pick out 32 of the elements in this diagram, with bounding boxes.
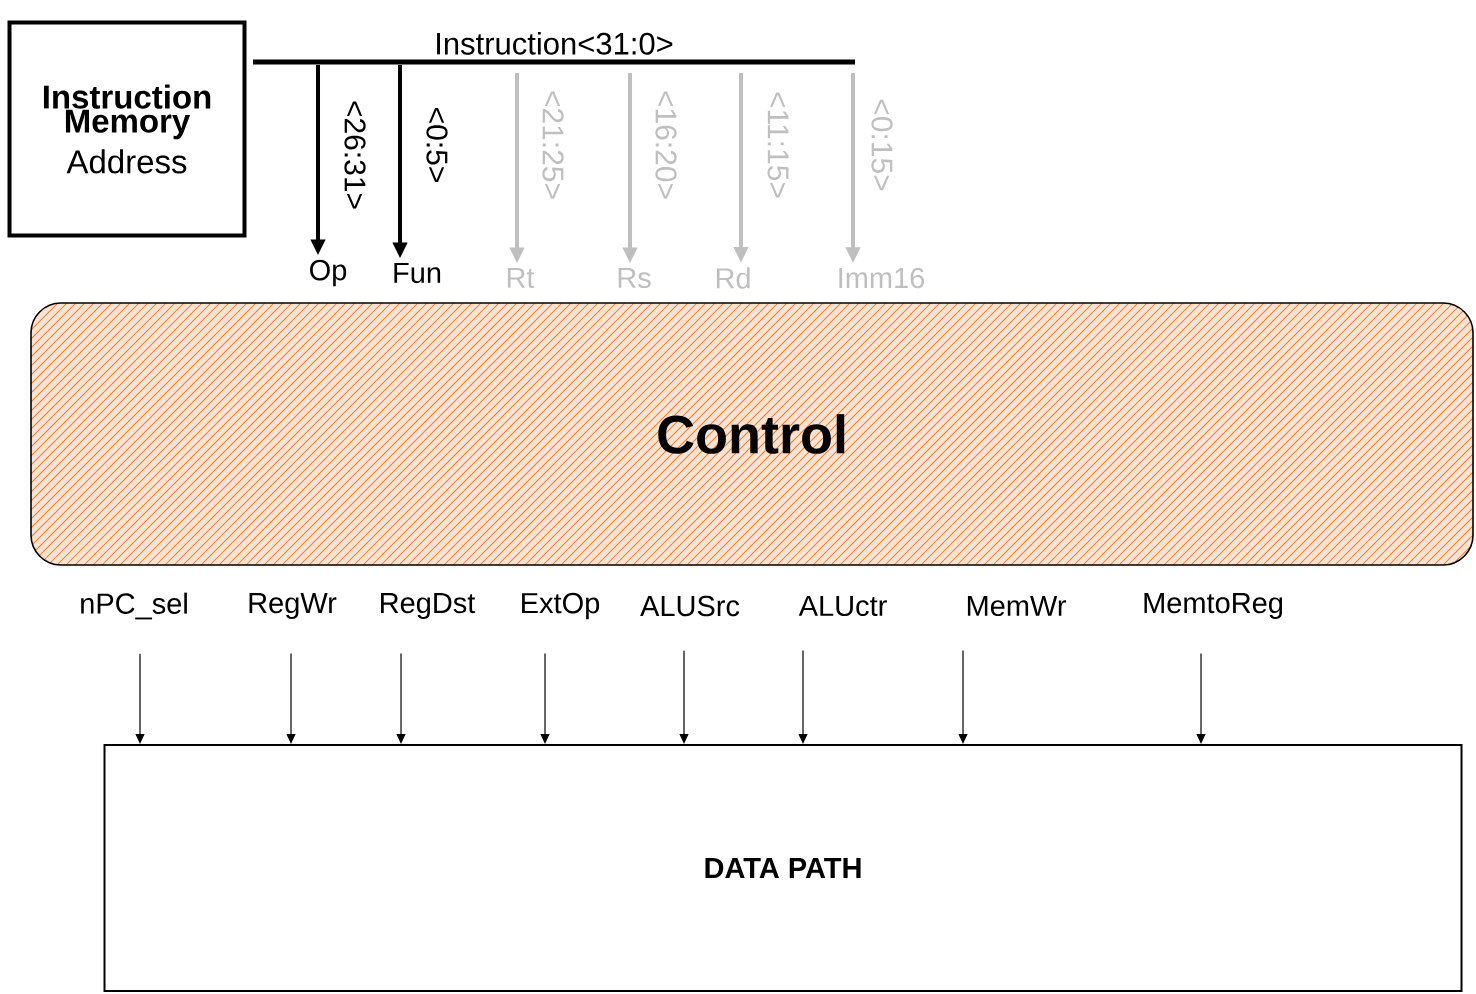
edge-label: <21:25> (542, 91, 564, 199)
signal-label: ALUSrc (640, 595, 740, 617)
signal-label: RegDst (381, 593, 476, 619)
arrow (798, 649, 808, 744)
signal-label: MemWr (967, 595, 1066, 617)
signal-label: Fun (394, 262, 441, 284)
arrow (396, 652, 406, 744)
arrow (679, 650, 689, 744)
datapath-box: DATA PATH (103, 744, 1463, 992)
signal-label: MemtoReg (1144, 593, 1283, 619)
instruction-bus: Instruction<31:0> (253, 31, 855, 65)
signal-label: Rd (716, 267, 750, 289)
arrow (135, 653, 145, 744)
signal-label: Imm16 (839, 267, 925, 289)
signal-label: RegWr (249, 593, 337, 619)
memory-box: Instruction Memory Address (7, 20, 247, 238)
signal-label: ALUctr (798, 595, 887, 617)
node-label: Instruction<31:0> (437, 31, 673, 55)
arrow (1196, 652, 1206, 744)
signal-label: ExtOp (522, 592, 600, 620)
edge-label: <16:20> (655, 91, 677, 199)
arrow (540, 652, 550, 744)
signal-label: nPC_sel (81, 592, 187, 620)
edge-label: <0:5> (426, 108, 448, 182)
signal-label: Rs (618, 267, 651, 289)
edge-label: <0:15> (871, 99, 893, 191)
arrow (958, 649, 968, 744)
arrow (286, 652, 296, 744)
edge-label: <26:31> (344, 101, 366, 209)
signal-label: Rt (507, 267, 535, 289)
edge-label: <11:15> (767, 92, 789, 198)
signal-label: Op (310, 259, 347, 287)
